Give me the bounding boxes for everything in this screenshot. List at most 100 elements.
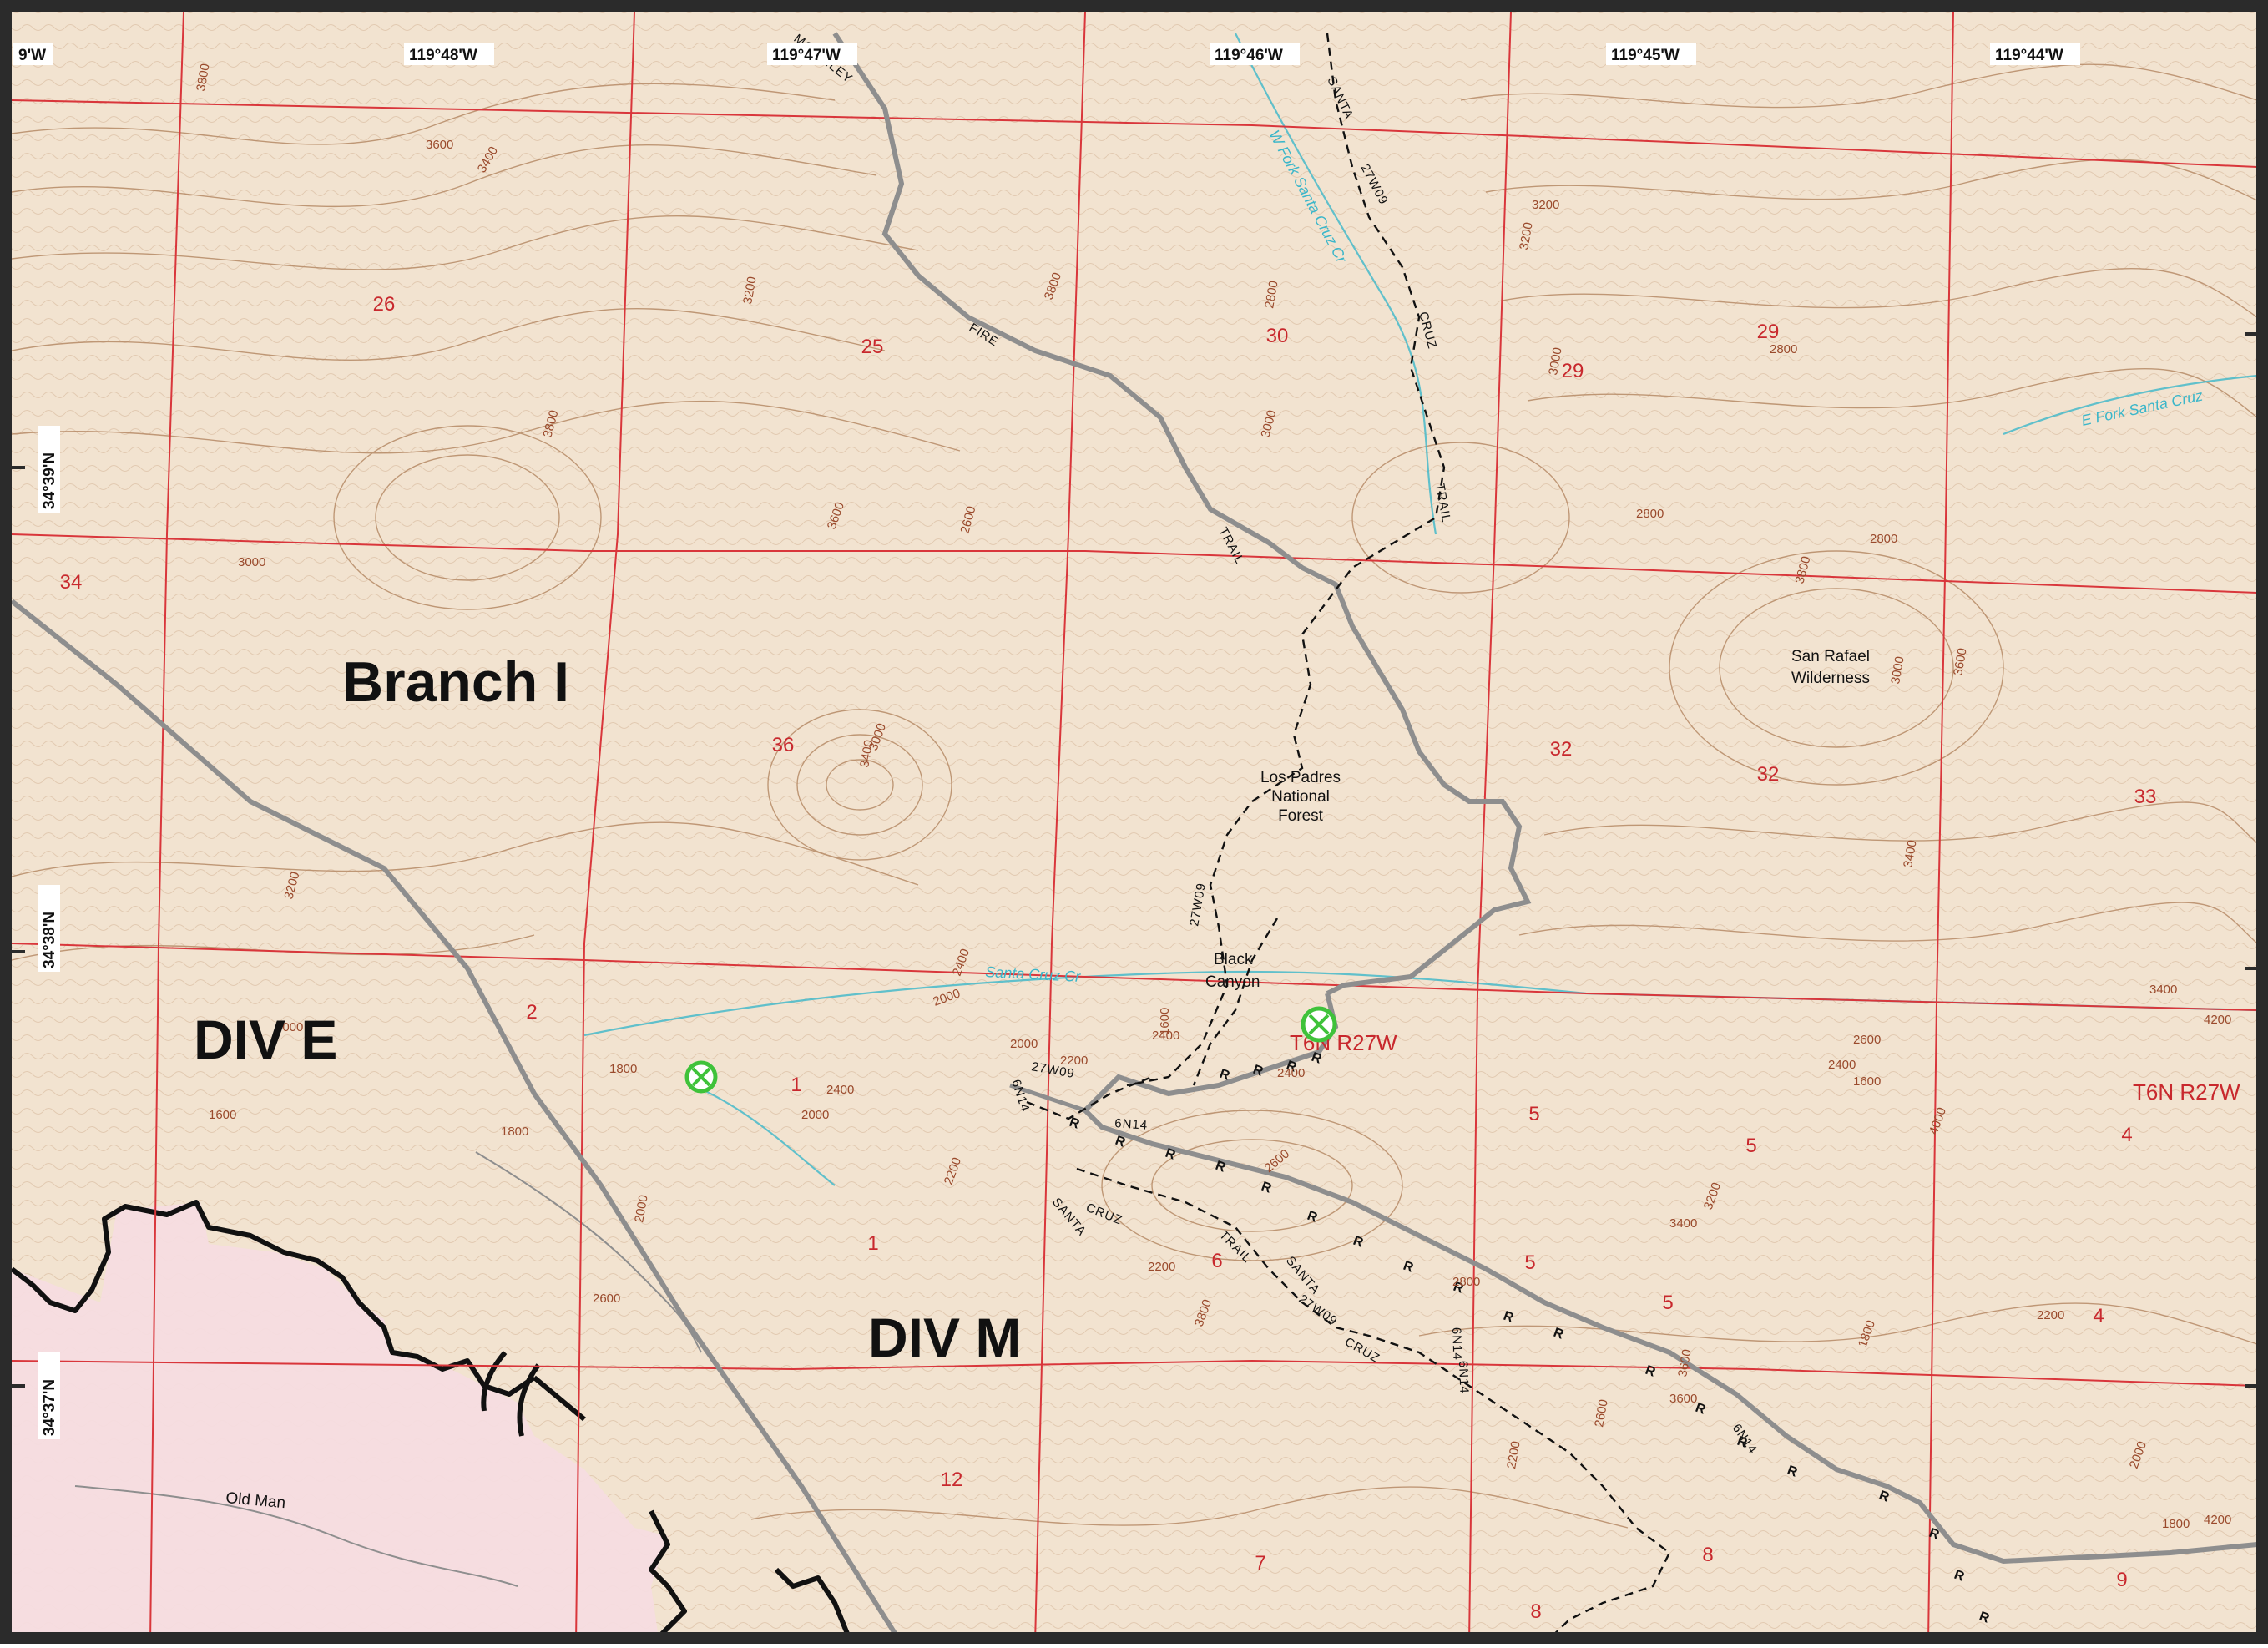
contour-elevation-label: 3400 (2149, 983, 2177, 997)
contour-elevation-label: 1600 (209, 1108, 236, 1122)
section-number: 32 (1757, 763, 1780, 786)
section-number: 8 (1530, 1600, 1541, 1623)
latitude-label: 34°38'N (41, 912, 58, 968)
trail-label: 6N14 (1449, 1327, 1464, 1361)
frame-ticks (0, 332, 2268, 1388)
contour-elevation-label: 3000 (238, 555, 265, 569)
contour-elevation-label: 2400 (1277, 1066, 1305, 1080)
contour-elevation-label: 3800 (194, 63, 213, 93)
contour-elevation-label: 3600 (1669, 1392, 1697, 1406)
contour-elevation-label: 1800 (609, 1062, 637, 1076)
division-label-div-e: DIV E (194, 1009, 337, 1070)
coordinate-label-background (1210, 43, 1300, 65)
longitude-label: 119°46'W (1215, 47, 1283, 64)
contour-elevation-label: 2200 (1504, 1440, 1523, 1470)
contour-elevation-label: 2600 (593, 1292, 620, 1306)
division-label-div-m: DIV M (868, 1307, 1021, 1368)
coordinate-label-background (38, 1352, 60, 1439)
section-number: 9 (2116, 1569, 2127, 1591)
forest-label: Los Padres (1260, 769, 1341, 786)
contour-elevation-label: 3400 (1901, 839, 1920, 869)
section-number: 34 (60, 571, 83, 594)
fire-road (832, 32, 2258, 1565)
old-man-road (74, 1485, 518, 1587)
contour-elevation-label: 2000 (1010, 1037, 1038, 1051)
contour-elevation-label: 1800 (2162, 1517, 2190, 1531)
canyon-label: Canyon (1205, 973, 1260, 991)
coordinate-label-background (38, 426, 60, 513)
contour-elevation-label: 4000 (275, 1020, 303, 1034)
highway (10, 599, 904, 1645)
canyon-label: Black (1214, 951, 1253, 968)
contour-elevation-label: 3400 (1669, 1216, 1697, 1231)
contour-elevation-label: 2400 (826, 1083, 854, 1097)
wilderness-label: Wilderness (1791, 670, 1870, 687)
longitude-label: 119°45'W (1611, 47, 1680, 64)
contour-elevation-label: 2200 (1148, 1260, 1175, 1274)
contour-elevation-label: 2600 (1853, 1033, 1881, 1047)
contour-elevation-label: 4200 (2204, 1013, 2231, 1027)
contour-elevation-label: 2400 (1828, 1058, 1856, 1072)
section-number: 25 (861, 336, 884, 358)
contour-elevation-label: 3400 (857, 739, 876, 769)
coordinate-label-background (767, 43, 857, 65)
section-number: 7 (1255, 1552, 1265, 1575)
contour-elevation-label: 2800 (1262, 280, 1281, 310)
section-number: 2 (526, 1001, 537, 1024)
contour-elevation-label: 2800 (1770, 342, 1797, 356)
section-number: 4 (2093, 1305, 2104, 1327)
contour-elevation-label: 2800 (1870, 532, 1897, 546)
contour-elevation-label: 3600 (426, 138, 453, 152)
section-number: 26 (373, 293, 396, 316)
longitude-label: 119°48'W (409, 47, 477, 64)
trail-label: 6N14 (1456, 1361, 1471, 1394)
section-number: 5 (1524, 1251, 1535, 1274)
contour-elevation-label: 3000 (1888, 655, 1907, 685)
section-number: 33 (2134, 786, 2157, 808)
trail-label: 6N14 (1114, 1116, 1149, 1133)
section-number: 30 (1266, 325, 1289, 347)
township-label: T6N R27W (2133, 1079, 2240, 1105)
section-number: 8 (1702, 1544, 1713, 1566)
coordinate-label-background (1606, 43, 1696, 65)
contour-elevation-label: 1600 (1853, 1074, 1881, 1089)
drop-point-icon[interactable] (684, 1060, 718, 1094)
section-number: 32 (1550, 738, 1573, 761)
contour-elevation-label: 2000 (801, 1108, 829, 1122)
forest-label: National (1271, 788, 1330, 806)
coordinate-label-background (404, 43, 494, 65)
wilderness-label: San Rafael (1791, 648, 1870, 665)
contour-elevation-label: 2400 (1152, 1029, 1179, 1043)
longitude-label: 9'W (18, 47, 46, 64)
contour-elevation-label: 3200 (740, 276, 760, 306)
drop-point-icon[interactable] (1301, 1006, 1337, 1043)
section-number: 29 (1757, 321, 1780, 343)
section-number: 5 (1745, 1135, 1756, 1157)
section-number: 29 (1562, 360, 1584, 382)
coordinate-label-background (38, 885, 60, 972)
contour-elevation-label: 2200 (2037, 1308, 2064, 1322)
contour-elevation-label: 3200 (1517, 221, 1536, 251)
contour-elevation-label: 2200 (1060, 1054, 1088, 1068)
coordinate-label-background (1990, 43, 2080, 65)
section-number: 12 (941, 1469, 963, 1491)
contour-elevation-label: 2800 (1636, 507, 1664, 521)
contour-elevation-label: 2800 (1452, 1275, 1480, 1289)
latitude-label: 34°37'N (41, 1379, 58, 1436)
contour-elevation-label: 2600 (1592, 1398, 1611, 1428)
section-number: 36 (772, 734, 795, 756)
division-label-branch-i: Branch I (342, 650, 569, 714)
section-number: 1 (867, 1232, 878, 1255)
burned-area (12, 1202, 668, 1644)
latitude-label: 34°39'N (41, 452, 58, 509)
contour-elevation-label: 4200 (2204, 1513, 2231, 1527)
contour-elevation-label: 2000 (632, 1194, 651, 1224)
section-number: 5 (1662, 1292, 1673, 1314)
fire-perimeter (10, 1200, 854, 1645)
trails (1026, 33, 1671, 1645)
coordinate-label-background (13, 43, 53, 65)
